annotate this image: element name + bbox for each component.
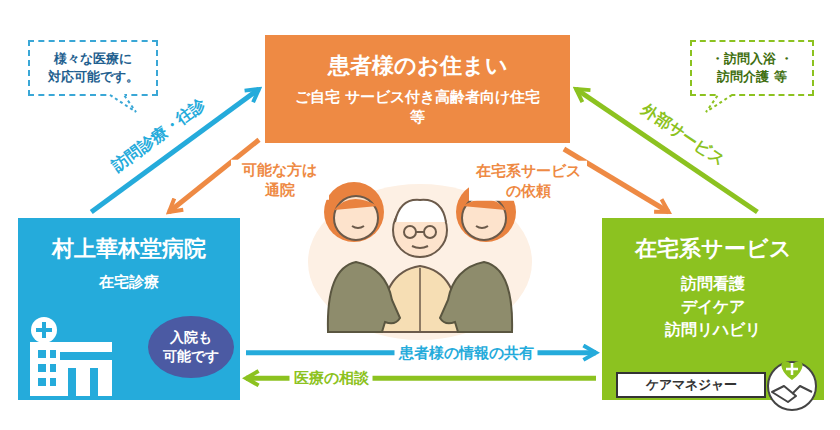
hospital-icon <box>60 352 112 360</box>
bubble-tail <box>110 95 136 112</box>
bubble-tail <box>706 94 732 112</box>
left-caregiver <box>328 262 400 332</box>
hospital-icon <box>50 350 56 358</box>
hospital-icon <box>50 364 56 372</box>
hospital-icon <box>38 350 46 358</box>
left-caregiver <box>334 196 378 240</box>
bubble-tail <box>706 95 732 112</box>
hospital-icon <box>90 368 98 396</box>
center-elder <box>395 200 446 222</box>
center-elder <box>419 268 421 332</box>
connector-label: 在宅系サービス の依頼 <box>469 160 587 201</box>
right-caregiver <box>462 196 506 240</box>
hospital-icon <box>31 317 57 343</box>
inpatient-circle: 入院も 可能です <box>148 316 234 378</box>
node-body: 訪問看護 デイケア 訪問リハビリ <box>648 272 778 342</box>
left-caregiver <box>324 182 384 242</box>
hospital-icon <box>38 364 46 372</box>
node-body: 在宅診療 <box>99 272 159 292</box>
care-handshake-icon <box>772 386 812 402</box>
connector-label: 医療の相談 <box>290 368 373 388</box>
center-elder <box>404 226 416 238</box>
node-title: 患者様のお住まい <box>328 51 508 81</box>
node-title: 村上華林堂病院 <box>52 234 206 264</box>
callout-bubble: ・訪問入浴 ・訪問介護 等 <box>690 40 814 96</box>
connector-label: 可能な方は 通院 <box>231 160 329 201</box>
bubble-tail <box>706 94 732 112</box>
connector-label: 患者様の情報の共有 <box>395 343 538 363</box>
care-handshake-icon <box>768 361 816 410</box>
node-title: ケアマネジャー <box>646 376 737 394</box>
node-title: 在宅系サービス <box>635 234 792 264</box>
illustration-ground <box>308 184 532 340</box>
right-caregiver <box>440 262 512 332</box>
hospital-icon <box>30 342 112 396</box>
care-handshake-icon <box>781 361 802 380</box>
left-caregiver <box>334 199 378 210</box>
node-title: ・訪問入浴 ・訪問介護 等 <box>700 50 804 85</box>
right-caregiver <box>440 182 516 332</box>
hospital-icon <box>30 317 112 396</box>
left-caregiver <box>352 226 364 228</box>
residence-box: 患者様のお住まいご自宅 サービス付き高齢者向け住宅 等 <box>265 35 570 143</box>
left-caregiver <box>324 182 400 332</box>
center-elder <box>424 226 436 238</box>
callout-bubble: 様々な医療に 対応可能です。 <box>28 40 158 96</box>
care-manager-band: ケアマネジャー <box>616 372 766 398</box>
bubble-tail <box>110 94 136 112</box>
arrow-connector <box>576 89 757 212</box>
node-title: 入院も 可能です <box>155 328 227 366</box>
care-handshake-icon <box>786 363 798 375</box>
center-elder <box>412 232 428 248</box>
hospital-icon <box>36 322 52 338</box>
right-caregiver <box>476 226 488 228</box>
bubble-tail <box>110 94 136 112</box>
node-title: 様々な医療に 対応可能です。 <box>37 50 149 85</box>
hospital-icon <box>38 378 46 386</box>
hospital-icon <box>68 368 76 396</box>
care-handshake-icon <box>768 362 816 410</box>
hospital-icon <box>50 378 56 386</box>
node-body: ご自宅 サービス付き高齢者向け住宅 等 <box>287 87 549 128</box>
